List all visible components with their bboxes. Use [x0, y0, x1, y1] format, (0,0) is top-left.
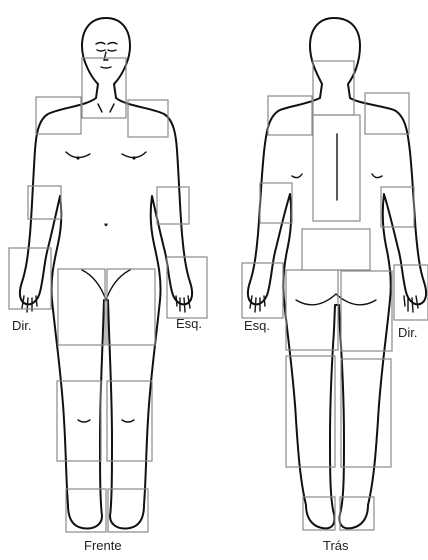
region-back-right-shoulder[interactable] — [365, 93, 409, 134]
label-back-right-side: Dir. — [398, 325, 418, 340]
region-front-left-wrist-hand[interactable] — [167, 257, 207, 318]
region-back-left-elbow[interactable] — [260, 183, 292, 223]
front-eyes — [97, 50, 116, 51]
region-front-left-elbow[interactable] — [157, 187, 189, 224]
label-back-title: Trás — [323, 538, 349, 553]
region-front-left-hip-thigh[interactable] — [107, 269, 155, 345]
region-back-left-shoulder[interactable] — [268, 96, 312, 135]
region-back-upper-back[interactable] — [313, 115, 360, 221]
region-front-right-shoulder[interactable] — [36, 97, 81, 134]
label-front-right-side: Dir. — [12, 318, 32, 333]
region-back-right-wrist-hand[interactable] — [394, 265, 428, 320]
region-back-right-ankle-foot[interactable] — [340, 497, 374, 530]
region-front-right-elbow[interactable] — [28, 186, 61, 219]
front-chest-dot-left — [132, 156, 135, 159]
region-front-right-wrist-hand[interactable] — [9, 248, 51, 309]
region-back-right-knee[interactable] — [341, 359, 391, 467]
region-front-left-knee[interactable] — [107, 381, 152, 461]
region-front-left-shoulder[interactable] — [128, 100, 168, 137]
region-front-right-knee[interactable] — [57, 381, 101, 461]
region-back-neck[interactable] — [313, 61, 354, 115]
region-front-left-ankle-foot[interactable] — [108, 489, 148, 532]
label-front-left-side: Esq. — [176, 316, 202, 331]
region-back-left-knee[interactable] — [286, 356, 335, 467]
region-back-right-hip-thigh[interactable] — [341, 271, 392, 351]
front-chest-dot-right — [76, 156, 79, 159]
label-front-title: Frente — [84, 538, 122, 553]
region-front-right-ankle-foot[interactable] — [66, 489, 106, 532]
label-back-left-side: Esq. — [244, 318, 270, 333]
region-back-lower-back[interactable] — [302, 229, 370, 270]
back-regions — [242, 61, 428, 530]
region-back-left-ankle-foot[interactable] — [303, 497, 335, 530]
front-regions — [9, 58, 207, 532]
region-back-left-wrist-hand[interactable] — [242, 263, 283, 318]
region-front-right-hip-thigh[interactable] — [58, 269, 105, 345]
region-back-right-elbow[interactable] — [381, 187, 414, 227]
region-back-left-hip-thigh[interactable] — [286, 270, 338, 350]
region-front-head-neck[interactable] — [82, 58, 126, 118]
front-navel — [105, 224, 107, 226]
front-eyebrows — [96, 43, 117, 45]
